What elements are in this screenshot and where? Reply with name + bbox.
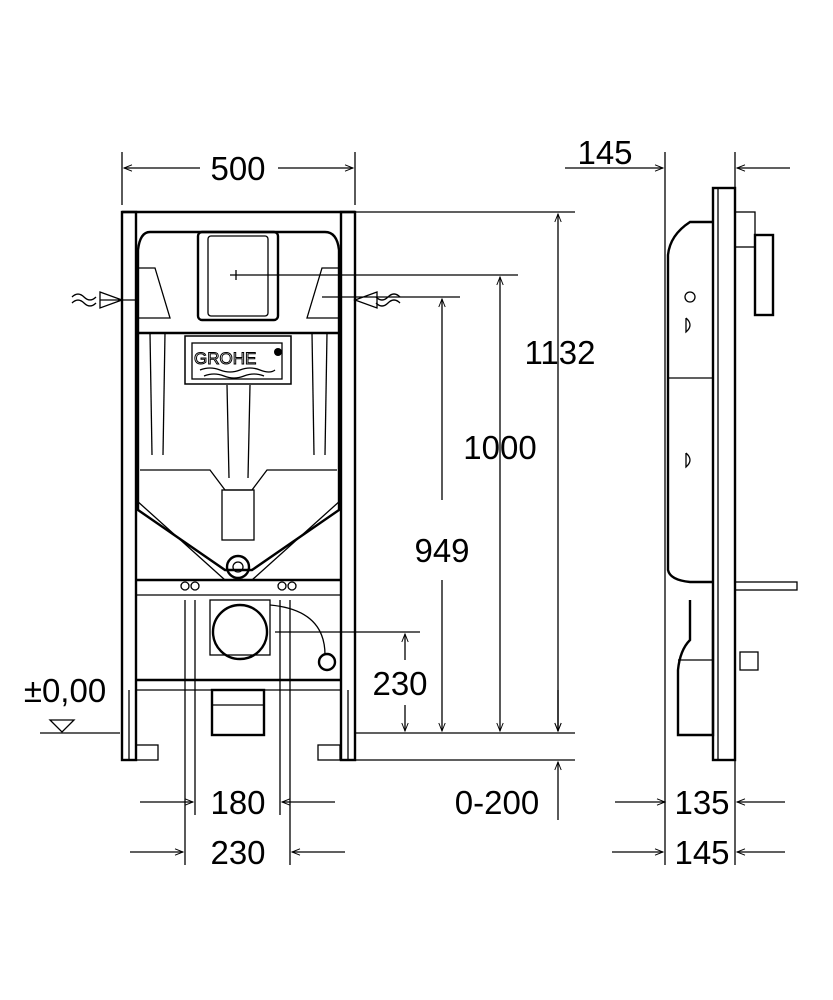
- dim-depth-145-bottom: 145: [674, 834, 729, 871]
- drain-connector: [209, 599, 337, 737]
- dim-height-230: 230: [372, 665, 427, 702]
- water-supply-symbols: [71, 291, 460, 309]
- cistern: GROHE: [136, 230, 518, 591]
- dim-height-949: 949: [414, 532, 469, 569]
- grohe-logo: GROHE: [194, 349, 256, 368]
- dim-depth-135: 135: [674, 784, 729, 821]
- registered-mark-icon: [274, 348, 282, 356]
- dim-height-1132: 1132: [525, 334, 596, 371]
- dim-adjust-range: 0-200: [455, 784, 539, 821]
- dim-height-1000: 1000: [463, 429, 536, 466]
- dim-180: 180: [210, 784, 265, 821]
- dim-depth-145-top: 145: [577, 134, 632, 171]
- side-view: [565, 152, 798, 865]
- dimension-lines: [40, 152, 575, 865]
- dim-230-bottom: 230: [210, 834, 265, 871]
- front-view-frame: [120, 210, 357, 762]
- floor-level-label: ±0,00: [24, 672, 106, 709]
- dim-width-500: 500: [210, 150, 265, 187]
